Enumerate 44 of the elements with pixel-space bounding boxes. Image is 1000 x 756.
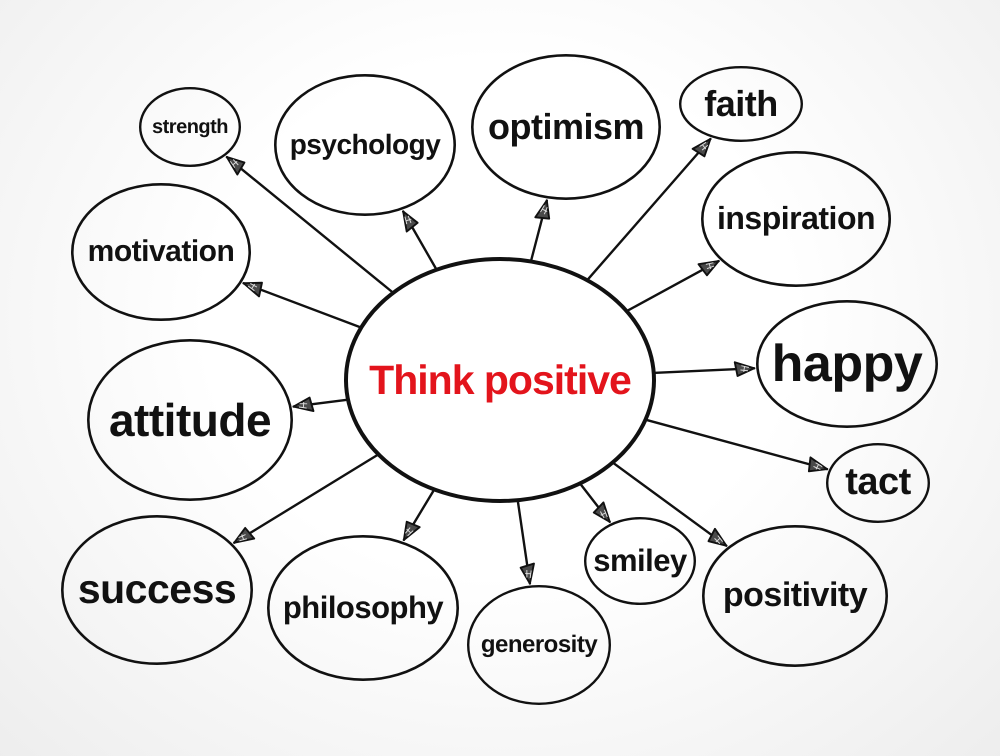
arrow bbox=[654, 361, 756, 377]
topic-ellipse bbox=[584, 517, 696, 605]
topic-text: generosity bbox=[480, 632, 598, 658]
arrow bbox=[580, 484, 611, 523]
arrow bbox=[516, 501, 535, 585]
arrow bbox=[587, 138, 712, 280]
arrow bbox=[613, 462, 728, 547]
arrow bbox=[627, 260, 720, 312]
arrow bbox=[646, 419, 828, 472]
topic-text: inspiration bbox=[716, 202, 876, 236]
topic-text: positivity bbox=[722, 578, 868, 614]
arrow bbox=[402, 210, 437, 270]
topic-ellipse bbox=[471, 54, 661, 200]
topic-ellipse bbox=[756, 300, 938, 428]
arrow bbox=[402, 490, 434, 542]
topic-ellipse bbox=[139, 87, 241, 167]
arrow bbox=[292, 396, 348, 412]
arrow bbox=[226, 156, 393, 293]
arrow bbox=[530, 199, 550, 261]
topic-ellipse bbox=[267, 535, 459, 681]
topic-text: faith bbox=[704, 85, 778, 123]
topic-ellipse bbox=[702, 525, 888, 667]
topic-text: optimism bbox=[488, 108, 644, 146]
topic-text: strength bbox=[152, 116, 228, 138]
arrow bbox=[233, 454, 378, 544]
topic-text: philosophy bbox=[282, 592, 444, 624]
topic-ellipse bbox=[701, 151, 891, 287]
topic-text: psychology bbox=[290, 130, 440, 160]
central-topic-text: Think positive bbox=[369, 360, 631, 400]
topic-text: smiley bbox=[593, 544, 687, 578]
topic-ellipse bbox=[274, 74, 456, 216]
topic-ellipse bbox=[87, 339, 293, 501]
topic-text: motivation bbox=[88, 236, 234, 268]
topic-text: attitude bbox=[108, 396, 272, 444]
arrow bbox=[242, 282, 360, 328]
topic-text: tact bbox=[845, 463, 911, 503]
central-ellipse bbox=[344, 257, 656, 503]
topic-ellipse bbox=[71, 183, 251, 321]
topic-ellipse bbox=[679, 66, 803, 142]
topic-text: success bbox=[78, 568, 236, 612]
topic-ellipse bbox=[826, 443, 930, 523]
topic-ellipse bbox=[467, 585, 611, 705]
topic-text: happy bbox=[772, 336, 922, 392]
topic-ellipse bbox=[61, 515, 253, 665]
